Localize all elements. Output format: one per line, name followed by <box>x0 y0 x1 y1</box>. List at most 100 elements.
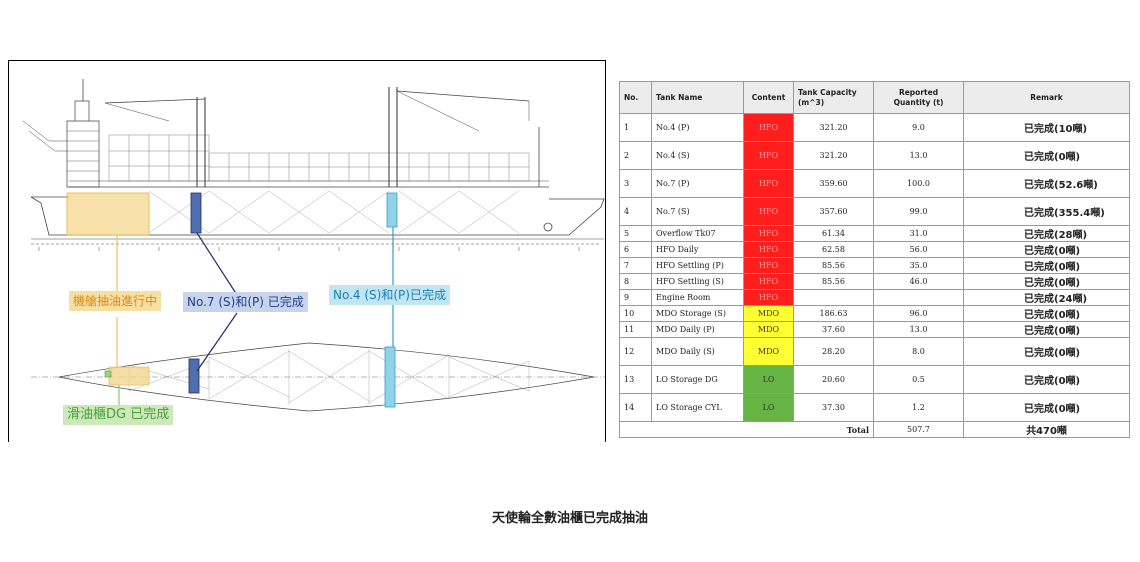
capacity-cell: 85.56 <box>793 273 874 290</box>
quantity-cell: 35.0 <box>873 257 964 274</box>
tank-name-cell: No.7 (S) <box>651 197 744 226</box>
tank-name-cell: No.4 (S) <box>651 141 744 170</box>
tank-status-table: No. Tank Name Content Tank Capacity (m^3… <box>619 81 1130 438</box>
content-cell: MDO <box>743 321 794 338</box>
content-cell: LO <box>743 393 794 422</box>
num-cell: 1 <box>619 113 652 142</box>
header-capacity-line2: (m^3) <box>798 97 825 107</box>
remark-cell: 已完成(0噸) <box>963 305 1130 322</box>
num-cell: 8 <box>619 273 652 290</box>
capacity-cell <box>793 289 874 306</box>
num-cell: 7 <box>619 257 652 274</box>
content-cell: HFO <box>743 241 794 258</box>
tank-name-cell: MDO Daily (P) <box>651 321 744 338</box>
tank-name-cell: LO Storage CYL <box>651 393 744 422</box>
header-capacity: Tank Capacity (m^3) <box>793 81 874 114</box>
capacity-cell: 61.34 <box>793 225 874 242</box>
capacity-cell: 85.56 <box>793 257 874 274</box>
tank-name-cell: Engine Room <box>651 289 744 306</box>
remark-cell: 已完成(0噸) <box>963 241 1130 258</box>
capacity-cell: 359.60 <box>793 169 874 198</box>
num-cell: 5 <box>619 225 652 242</box>
header-tank-name: Tank Name <box>651 81 744 114</box>
figure-caption: 天使輪全數油櫃已完成抽油 <box>491 511 648 526</box>
content-cell: HFO <box>743 169 794 198</box>
capacity-cell: 37.60 <box>793 321 874 338</box>
content-cell: HFO <box>743 113 794 142</box>
remark-cell: 已完成(0噸) <box>963 257 1130 274</box>
content-cell: HFO <box>743 273 794 290</box>
remark-cell: 已完成(0噸) <box>963 337 1130 366</box>
content-cell: MDO <box>743 337 794 366</box>
engine-room-status-label: 機艙抽油進行中 <box>69 291 162 311</box>
num-cell: 10 <box>619 305 652 322</box>
quantity-cell <box>873 289 964 306</box>
tank-name-cell: HFO Settling (S) <box>651 273 744 290</box>
num-cell: 13 <box>619 365 652 394</box>
header-content: Content <box>743 81 794 114</box>
no4-status-label: No.4 (S)和(P)已完成 <box>329 285 450 305</box>
quantity-cell: 99.0 <box>873 197 964 226</box>
header-no: No. <box>619 81 652 114</box>
quantity-cell: 9.0 <box>873 113 964 142</box>
total-remark: 共470噸 <box>963 421 1130 438</box>
tank-name-cell: No.4 (P) <box>651 113 744 142</box>
quantity-cell: 96.0 <box>873 305 964 322</box>
no7-connector <box>196 232 238 296</box>
quantity-cell: 8.0 <box>873 337 964 366</box>
num-cell: 14 <box>619 393 652 422</box>
content-cell: LO <box>743 365 794 394</box>
no4-tank-highlight <box>386 192 398 228</box>
num-cell: 11 <box>619 321 652 338</box>
capacity-cell: 62.58 <box>793 241 874 258</box>
remark-cell: 已完成(0噸) <box>963 393 1130 422</box>
quantity-cell: 13.0 <box>873 321 964 338</box>
quantity-cell: 1.2 <box>873 393 964 422</box>
header-reported: Reported Quantity (t) <box>873 81 964 114</box>
content-cell: MDO <box>743 305 794 322</box>
remark-cell: 已完成(28噸) <box>963 225 1130 242</box>
engine-room-highlight <box>66 192 150 236</box>
quantity-cell: 46.0 <box>873 273 964 290</box>
num-cell: 6 <box>619 241 652 258</box>
capacity-cell: 357.60 <box>793 197 874 226</box>
num-cell: 12 <box>619 337 652 366</box>
quantity-cell: 13.0 <box>873 141 964 170</box>
header-remark: Remark <box>963 81 1130 114</box>
capacity-cell: 28.20 <box>793 337 874 366</box>
header-reported-line1: Reported <box>898 87 939 97</box>
no7-plan-highlight <box>188 358 200 394</box>
tank-name-cell: HFO Daily <box>651 241 744 258</box>
quantity-cell: 31.0 <box>873 225 964 242</box>
total-quantity: 507.7 <box>873 421 964 438</box>
capacity-cell: 186.63 <box>793 305 874 322</box>
remark-cell: 已完成(355.4噸) <box>963 197 1130 226</box>
remark-cell: 已完成(10噸) <box>963 113 1130 142</box>
content-cell: HFO <box>743 257 794 274</box>
capacity-cell: 321.20 <box>793 141 874 170</box>
ship-profile-diagram <box>22 79 605 412</box>
no7-tank-highlight <box>190 192 202 234</box>
num-cell: 2 <box>619 141 652 170</box>
header-capacity-line1: Tank Capacity <box>798 87 857 97</box>
tank-name-cell: Overflow Tk07 <box>651 225 744 242</box>
total-label: Total <box>619 421 874 438</box>
content-cell: HFO <box>743 141 794 170</box>
num-cell: 4 <box>619 197 652 226</box>
lo-dg-status-label: 滑油櫃DG 已完成 <box>63 405 174 425</box>
capacity-cell: 321.20 <box>793 113 874 142</box>
ship-drawing-panel: 機艙抽油進行中 No.7 (S)和(P) 已完成 No.4 (S)和(P)已完成… <box>8 60 606 442</box>
header-reported-line2: Quantity (t) <box>893 97 944 107</box>
